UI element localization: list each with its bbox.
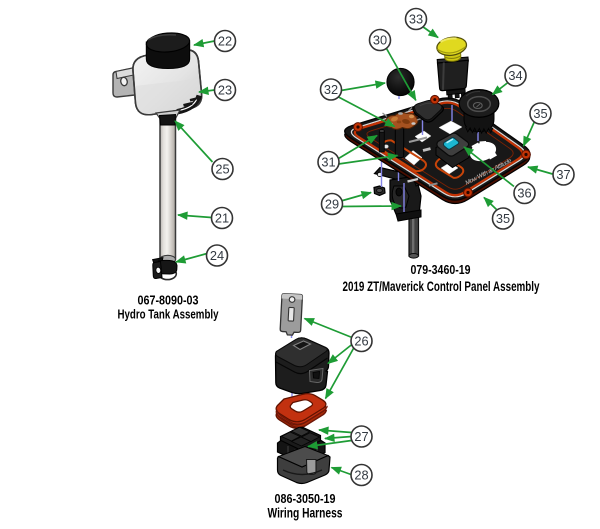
svg-text:23: 23 (218, 83, 232, 98)
svg-text:22: 22 (218, 34, 232, 49)
svg-text:26: 26 (354, 334, 368, 349)
svg-text:37: 37 (556, 167, 570, 182)
svg-text:24: 24 (210, 248, 224, 263)
svg-text:34: 34 (508, 68, 522, 83)
svg-text:079-3460-19: 079-3460-19 (411, 262, 471, 277)
svg-text:067-8090-03: 067-8090-03 (138, 293, 199, 308)
svg-text:27: 27 (354, 429, 368, 444)
svg-text:33: 33 (409, 12, 423, 27)
svg-text:086-3050-19: 086-3050-19 (275, 491, 336, 506)
svg-text:30: 30 (373, 33, 387, 48)
svg-text:32: 32 (324, 82, 338, 97)
svg-text:Wiring Harness: Wiring Harness (268, 506, 343, 521)
svg-text:35: 35 (533, 106, 547, 121)
svg-text:25: 25 (215, 162, 229, 177)
svg-text:35: 35 (496, 211, 510, 226)
svg-text:31: 31 (321, 155, 335, 170)
svg-text:28: 28 (354, 468, 368, 483)
svg-text:2019 ZT/Maverick Control Panel: 2019 ZT/Maverick Control Panel Assembly (343, 279, 540, 294)
svg-text:21: 21 (215, 211, 229, 226)
svg-text:Hydro Tank Assembly: Hydro Tank Assembly (118, 307, 220, 322)
svg-text:36: 36 (517, 186, 531, 201)
svg-text:29: 29 (325, 197, 339, 212)
